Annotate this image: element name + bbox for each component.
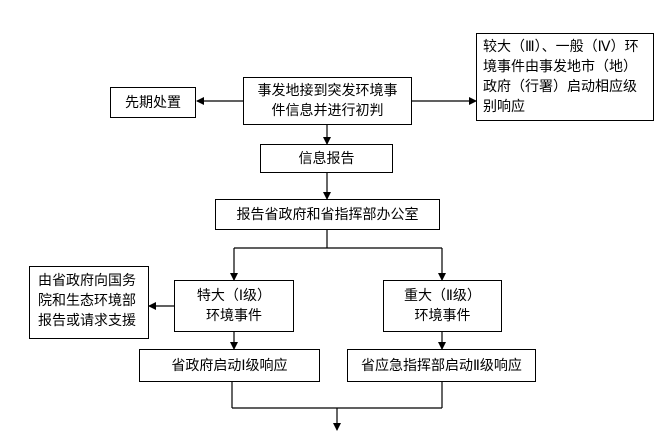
level1-box: 特大（Ⅰ级） 环境事件: [174, 280, 294, 332]
level1-line1: 特大（Ⅰ级）: [196, 288, 272, 304]
level1-response-box: 省政府启动Ⅰ级响应: [139, 349, 320, 382]
state-council-label: 由省政府向国务院和生态环境部报告或请求支援: [38, 273, 136, 329]
level1-response-label: 省政府启动Ⅰ级响应: [171, 357, 288, 374]
minor-response-box: 较大（Ⅲ）、一般（Ⅳ）环境事件由事发地市（地）政府（行署）启动相应级别响应: [476, 33, 654, 121]
initial-disposal-label: 先期处置: [125, 94, 181, 111]
initial-disposal-box: 先期处置: [110, 87, 196, 118]
level2-box: 重大（Ⅱ级） 环境事件: [383, 280, 502, 332]
minor-response-label: 较大（Ⅲ）、一般（Ⅳ）环境事件由事发地市（地）政府（行署）启动相应级别响应: [483, 39, 639, 115]
receive-report-line1: 事发地接到突发环境事: [257, 83, 398, 99]
receive-report-box: 事发地接到突发环境事 件信息并进行初判: [243, 77, 412, 125]
level1-line2: 环境事件: [206, 308, 262, 324]
report-office-box: 报告省政府和省指挥部办公室: [215, 199, 440, 230]
level2-line2: 环境事件: [414, 308, 471, 324]
state-council-box: 由省政府向国务院和生态环境部报告或请求支援: [29, 266, 149, 339]
info-report-box: 信息报告: [260, 144, 393, 173]
level2-line1: 重大（Ⅱ级）: [404, 288, 481, 304]
report-office-label: 报告省政府和省指挥部办公室: [236, 206, 419, 223]
level2-response-label: 省应急指挥部启动Ⅱ级响应: [361, 357, 522, 374]
info-report-label: 信息报告: [298, 150, 355, 167]
level2-response-box: 省应急指挥部启动Ⅱ级响应: [347, 349, 536, 382]
receive-report-line2: 件信息并进行初判: [271, 103, 384, 119]
